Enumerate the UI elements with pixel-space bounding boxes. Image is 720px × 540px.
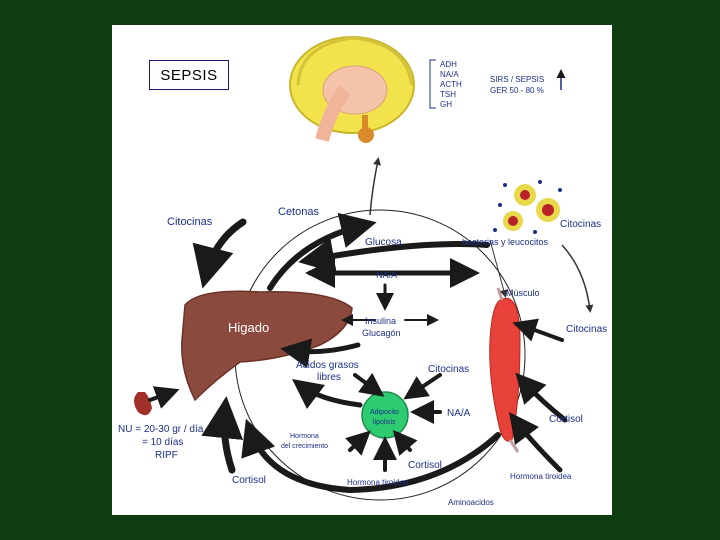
- muscle-tendon-bottom: [508, 439, 520, 453]
- label-aminoacidos: Aminoacidos: [448, 498, 494, 507]
- label-hormona-crec-1: Hormona: [290, 433, 319, 440]
- arrows-group: [148, 212, 568, 494]
- label-cortisol-center: Cortisol: [408, 460, 442, 471]
- label-glucosa: Glucosa: [365, 237, 402, 248]
- arrow-kidney-liver: [148, 386, 180, 409]
- label-citocinas-muscle: Citocinas: [566, 324, 607, 335]
- brain-icon: [289, 36, 415, 143]
- leucocytes-icon: [493, 180, 562, 234]
- kidney-icon: [134, 392, 152, 416]
- label-musculo: Músculo: [506, 288, 540, 298]
- label-citocinas-top-left: Citocinas: [167, 216, 213, 228]
- label-cortisol-right: Cortisol: [549, 414, 583, 425]
- label-hormona-crec-2: del crecimiento: [281, 443, 328, 450]
- arrow-adipocyte-acidos: [291, 379, 363, 409]
- label-cetonas: Cetonas: [278, 206, 319, 218]
- arrow-citocinas-muscle: [512, 318, 564, 342]
- label-na-a-top: NA/A: [376, 270, 397, 280]
- label-citocinas-right-top: Citocinas: [560, 219, 601, 230]
- label-acidos-1: Acidos grasos: [296, 360, 359, 371]
- label-bacterias: bacterias y leucocitos: [462, 237, 549, 247]
- hormone-acth: ACTH: [440, 80, 462, 89]
- hormone-adh: ADH: [440, 60, 457, 69]
- arrow-cortisol-liver: [201, 396, 244, 474]
- arrow-cortisol-adipocyte: [392, 429, 418, 456]
- arrow-gh-adipocyte: [345, 430, 371, 456]
- label-nu-3: RIPF: [155, 450, 178, 461]
- arrow-bacterias-muscle: [489, 239, 508, 298]
- arrow-to-brain: [369, 157, 381, 216]
- arrow-glucosa: [298, 237, 490, 274]
- hormone-na-a: NA/A: [440, 70, 459, 79]
- label-adipocito-2: lipolisis: [373, 419, 396, 426]
- sirs-line1: SIRS / SEPSIS: [490, 75, 544, 84]
- arrow-aminoacidos: [241, 418, 501, 494]
- hormone-gh: GH: [440, 100, 452, 109]
- hormone-bracket: [429, 59, 436, 109]
- arrow-tiroidea-muscle: [508, 412, 563, 473]
- arrow-acidos-liver: [280, 338, 361, 369]
- arrow-to-citocinas-right: [561, 244, 594, 313]
- sirs-line2: GER 50 - 80 %: [490, 86, 544, 95]
- arrow-cortisol-muscle: [515, 372, 568, 423]
- hormone-tsh: TSH: [440, 90, 456, 99]
- arrow-citocinas-adipocyte: [403, 373, 442, 400]
- muscle-tendon-top: [496, 287, 504, 301]
- label-nu-2: = 10 días: [142, 437, 183, 448]
- label-acidos-2: libres: [317, 372, 341, 383]
- label-hormona-tiroidea-right: Hormona tiroidea: [510, 472, 572, 481]
- label-nu-1: NU = 20-30 gr / día: [118, 424, 204, 435]
- label-citocinas-center: Citocinas: [428, 364, 469, 375]
- sepsis-title-box: SEPSIS: [149, 60, 229, 90]
- label-cortisol-left: Cortisol: [232, 475, 266, 486]
- arrow-center-adipocyte: [353, 372, 385, 397]
- label-insulina: Insulina: [365, 316, 396, 326]
- label-hormona-tiroidea-center: Hormona tiroidea: [347, 478, 409, 487]
- label-glucagon: Glucagón: [362, 328, 401, 338]
- arrow-citocinas-liver: [192, 218, 247, 289]
- label-na-a-center: NA/A: [447, 408, 471, 419]
- liver-icon: [181, 290, 353, 402]
- label-adipocito-1: Adipocito: [370, 409, 399, 416]
- label-higado: Higado: [228, 320, 269, 335]
- sepsis-title: SEPSIS: [160, 66, 218, 84]
